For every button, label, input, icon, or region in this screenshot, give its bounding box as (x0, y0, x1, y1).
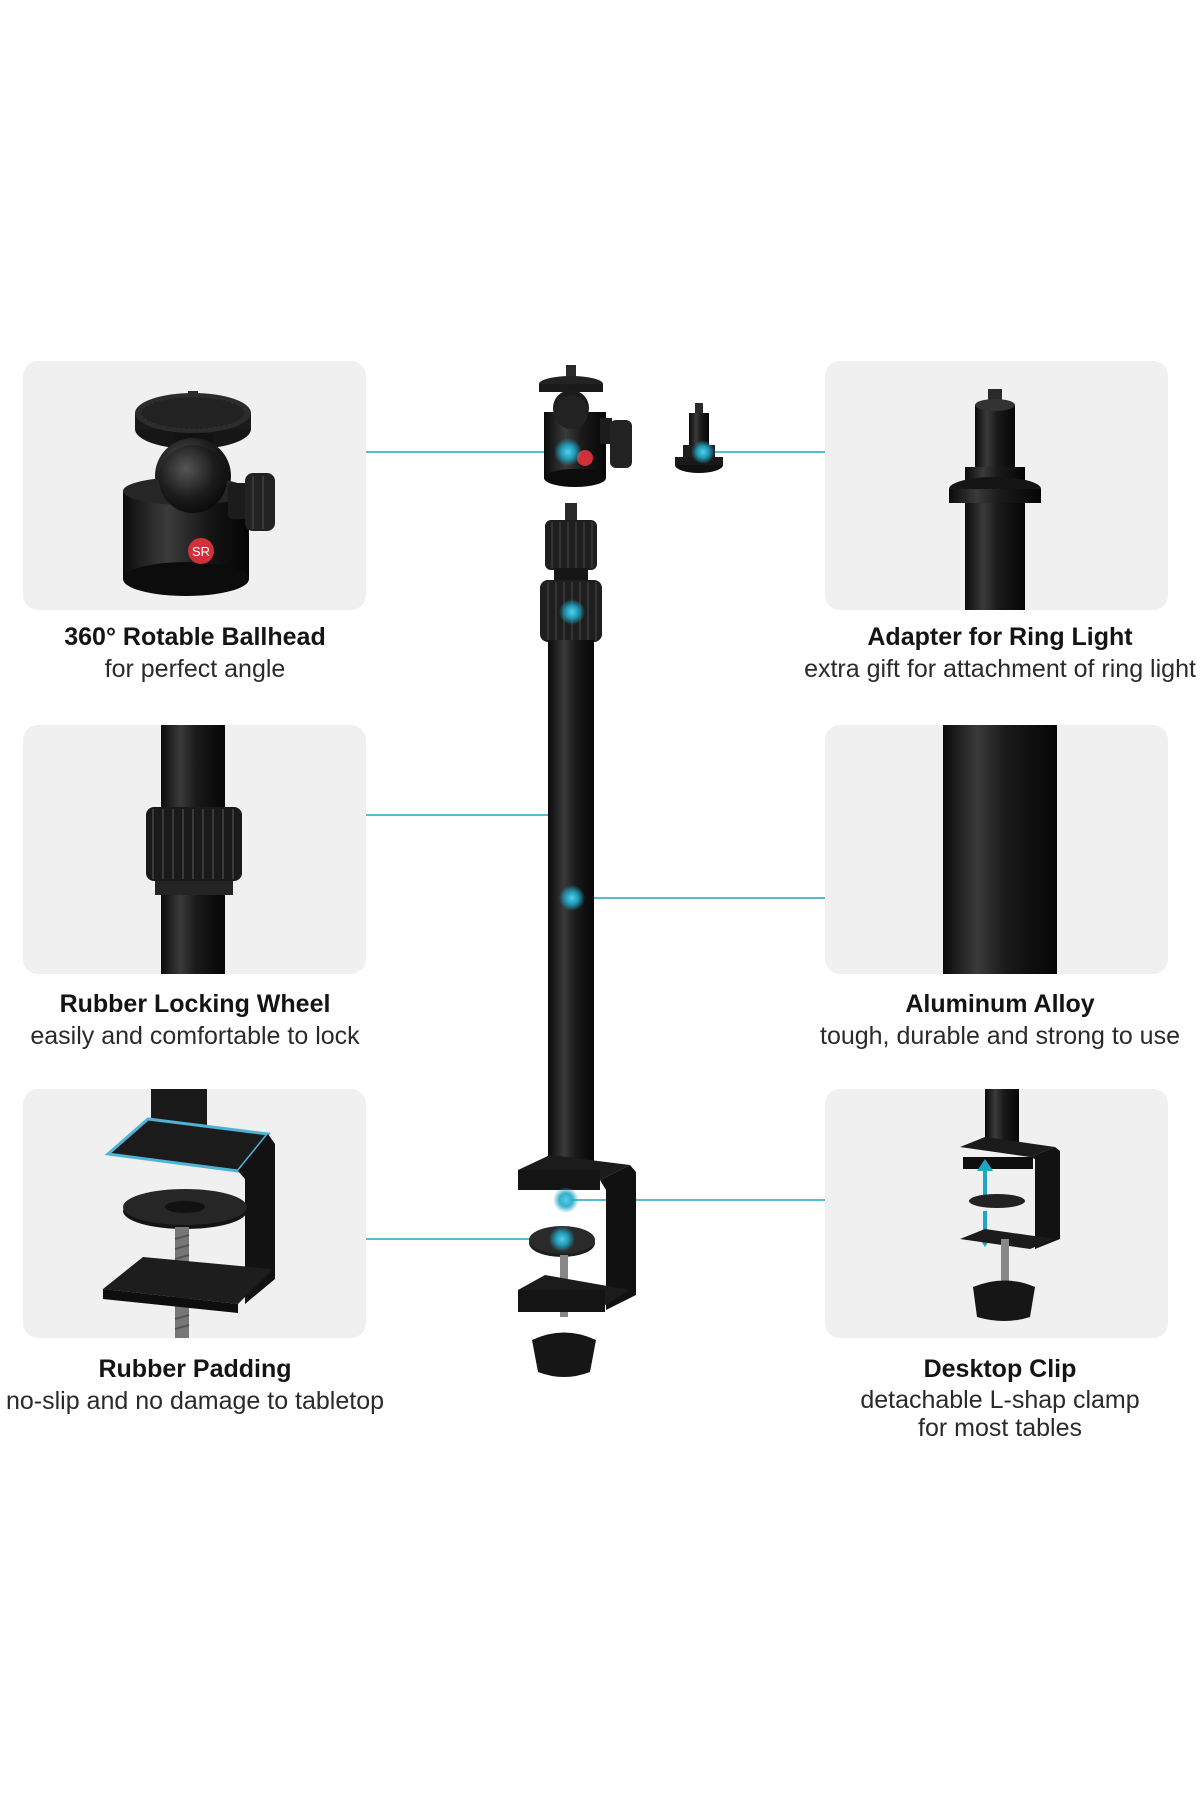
aluminum-panel (825, 725, 1168, 974)
aluminum-image (943, 725, 1057, 974)
adapter-title: Adapter for Ring Light (867, 623, 1133, 651)
clip-panel (825, 1089, 1168, 1338)
padding-title: Rubber Padding (98, 1355, 292, 1383)
clip-label: Desktop Clip detachable L-shap clamp for… (785, 1352, 1200, 1442)
connector-lines (366, 451, 825, 1240)
mini-ballhead (539, 365, 632, 487)
sr-logo-text: SR (192, 544, 210, 559)
aluminum-title: Aluminum Alloy (905, 990, 1095, 1018)
adapter-image (949, 389, 1041, 610)
clip-title: Desktop Clip (923, 1355, 1077, 1383)
ballhead-label: 360° Rotable Ballhead for perfect angle (0, 620, 410, 684)
padding-image (103, 1089, 275, 1338)
highlight-dots (549, 438, 715, 1252)
ballhead-title: 360° Rotable Ballhead (64, 623, 326, 651)
aluminum-label: Aluminum Alloy tough, durable and strong… (785, 987, 1200, 1051)
wheel-panel (23, 725, 366, 974)
padding-panel (23, 1089, 366, 1338)
main-pole (540, 503, 602, 1190)
clip-subtitle-line2: for most tables (918, 1414, 1082, 1442)
ballhead-image: SR (123, 391, 275, 596)
adapter-label: Adapter for Ring Light extra gift for at… (785, 620, 1200, 684)
main-clamp (518, 1155, 636, 1377)
aluminum-subtitle: tough, durable and strong to use (820, 1022, 1180, 1050)
padding-label: Rubber Padding no-slip and no damage to … (0, 1352, 410, 1416)
adapter-panel (825, 361, 1168, 610)
sr-logo (188, 538, 214, 564)
clip-image (960, 1089, 1060, 1321)
wheel-label: Rubber Locking Wheel easily and comforta… (0, 987, 410, 1051)
wheel-title: Rubber Locking Wheel (59, 990, 331, 1018)
ballhead-panel: SR (23, 361, 366, 610)
ballhead-subtitle: for perfect angle (104, 655, 286, 683)
wheel-image (146, 725, 242, 974)
adapter-subtitle: extra gift for attachment of ring light (804, 655, 1196, 683)
wheel-subtitle: easily and comfortable to lock (30, 1022, 360, 1050)
clip-subtitle-line1: detachable L-shap clamp (860, 1386, 1140, 1414)
padding-subtitle: no-slip and no damage to tabletop (5, 1387, 385, 1415)
